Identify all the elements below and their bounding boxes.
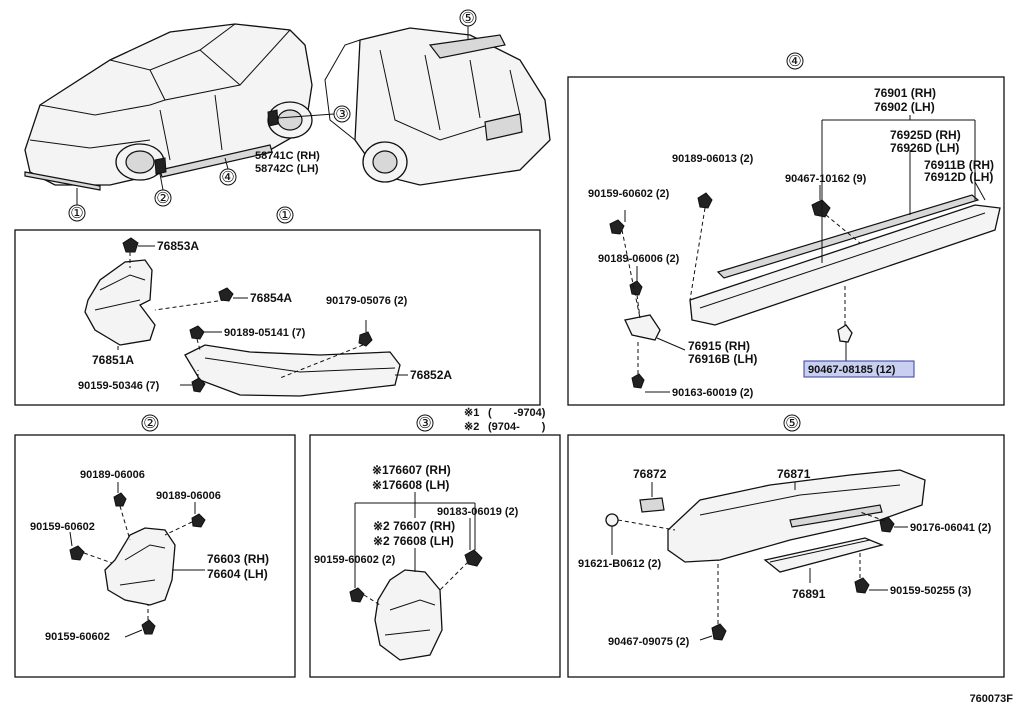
part-76902: 76902 (LH) <box>874 100 935 114</box>
note-range-2: (9704- ) <box>488 421 546 433</box>
part-90189-06006-c: 90189-06006 (2) <box>598 253 680 265</box>
figure-code: 760073F <box>970 693 1014 705</box>
part-90183-06019: 90183-06019 (2) <box>437 506 519 518</box>
part-76604: 76604 (LH) <box>207 567 268 581</box>
part-76911B: 76911B (RH) <box>924 158 994 172</box>
part-76603: 76603 (RH) <box>207 552 269 566</box>
part-90189-06013: 90189-06013 (2) <box>672 153 754 165</box>
part-76925D: 76925D (RH) <box>890 128 961 142</box>
section-4-rocker-panel: ④ 76901 (RH) <box>567 52 1005 406</box>
section-3-mudguard-rear: ③ ※176607 (RH) ※176608 (LH) 90183-06019 … <box>309 414 561 678</box>
section-4-id: ④ <box>788 52 801 70</box>
section-3-id: ③ <box>418 414 431 432</box>
callout-2: ② <box>156 189 169 207</box>
note-mark-1: ※1 <box>464 407 479 419</box>
part-90159-60602-d: 90159-60602 (2) <box>588 188 670 200</box>
section-2-mudguard-front: ② 90189-06006 90189-06006 90159-60602 76… <box>14 414 296 678</box>
part-90159-50346: 90159-50346 (7) <box>78 380 160 392</box>
part-176608: ※176608 (LH) <box>372 478 449 492</box>
section-5-id: ⑤ <box>785 414 798 432</box>
note-range-1: ( -9704) <box>488 407 546 419</box>
part-276607: ※2 76607 (RH) <box>373 519 455 533</box>
part-90467-10162: 90467-10162 (9) <box>785 173 867 185</box>
callout-3: ③ <box>335 105 348 123</box>
part-90159-60602-c: 90159-60602 (2) <box>314 554 396 566</box>
part-76871: 76871 <box>777 467 811 481</box>
part-91621-B0612: 91621-B0612 (2) <box>578 558 662 570</box>
part-76912D: 76912D (LH) <box>924 170 993 184</box>
section-1-front-spoiler: ① 76853A 76854A 90179-05076 (2) 90189-0 <box>14 206 541 406</box>
callout-4: ④ <box>221 168 234 186</box>
part-76915: 76915 (RH) <box>688 339 750 353</box>
part-76853A: 76853A <box>157 239 199 253</box>
part-76851A: 76851A <box>92 353 134 367</box>
overview-front-car <box>24 23 313 191</box>
part-90189-06006-a: 90189-06006 <box>80 469 145 481</box>
highlight-90467-08185 <box>803 360 915 378</box>
part-90159-60602-a: 90159-60602 <box>30 521 95 533</box>
callout-5: ⑤ <box>461 9 474 27</box>
overview-callouts: ① ② ③ ④ ⑤ 58741C (RH) 58742C (LH) <box>68 9 477 222</box>
note-mark-2: ※2 <box>464 421 479 433</box>
part-90189-06006-b: 90189-06006 <box>156 490 221 502</box>
part-76854A: 76854A <box>250 291 292 305</box>
part-90179-05076: 90179-05076 (2) <box>326 295 408 307</box>
part-76901: 76901 (RH) <box>874 86 936 100</box>
part-76891: 76891 <box>792 587 826 601</box>
callout-1: ① <box>70 204 83 222</box>
mudguard-front-lh-label: 58742C (LH) <box>255 163 319 175</box>
part-90189-05141: 90189-05141 (7) <box>224 327 306 339</box>
part-90163-60019: 90163-60019 (2) <box>672 387 754 399</box>
part-76852A: 76852A <box>410 368 452 382</box>
part-76916B: 76916B (LH) <box>688 352 757 366</box>
section-5-rear-spoiler: ⑤ 76872 76871 90176-06041 (2) 91621-B061… <box>567 414 1005 678</box>
range-note: ※1 ( -9704) ※2 (9704- ) <box>464 407 546 433</box>
part-90159-50255: 90159-50255 (3) <box>890 585 972 597</box>
part-76926D: 76926D (LH) <box>890 141 959 155</box>
part-90467-08185: 90467-08185 (12) <box>808 364 896 376</box>
overview-rear-car <box>324 27 551 186</box>
part-90159-60602-b: 90159-60602 <box>45 631 110 643</box>
mudguard-front-rh-label: 58741C (RH) <box>255 150 320 162</box>
part-90176-06041: 90176-06041 (2) <box>910 522 992 534</box>
part-276608: ※2 76608 (LH) <box>373 534 454 548</box>
section-1-id: ① <box>278 206 291 224</box>
part-76872: 76872 <box>633 467 667 481</box>
part-90467-09075: 90467-09075 (2) <box>608 636 690 648</box>
section-2-id: ② <box>143 414 156 432</box>
part-176607: ※176607 (RH) <box>372 463 451 477</box>
